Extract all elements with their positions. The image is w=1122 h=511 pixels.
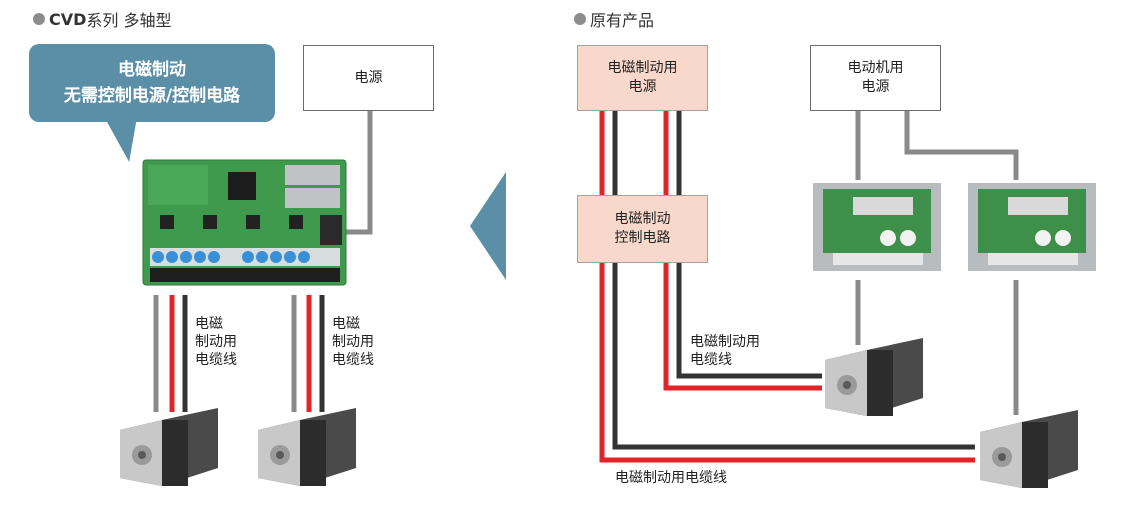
callout-line-2: 无需控制电源/控制电路 [63,86,241,106]
motor-power-supply-box: 电动机用 电源 [810,45,941,111]
cable-label-left-2: 电磁 制动用 电缆线 [332,315,374,369]
brake-power-line-2: 电源 [628,79,657,95]
cable-label-right-lower: 电磁制动用电缆线 [615,469,727,487]
cable-label-left-1: 电磁 制动用 电缆线 [195,315,237,369]
stepping-motor-icon [120,408,218,486]
motor-power-line-1: 电动机用 [847,60,904,76]
bullet-dot-icon [33,13,45,25]
brake-cable-lower-black [612,263,975,450]
stepping-motor-icon [980,410,1078,488]
cable-label-line: 电缆线 [332,352,374,368]
callout-bubble: 电磁制动 无需控制电源/控制电路 [29,44,275,122]
power-cable-left [345,111,373,235]
stepping-motor-icon [258,408,356,486]
brake-control-line-2: 控制电路 [614,230,671,246]
brake-power-line-1: 电磁制动用 [607,60,678,76]
comparison-arrow-icon [470,172,506,280]
power-supply-label: 电源 [354,69,383,86]
cable-label-line: 电磁 [332,316,360,332]
right-section-title: 原有产品 [574,7,654,31]
cable-label-line: 电缆线 [690,352,732,368]
left-title-suffix: 系列 多轴型 [86,11,172,30]
brake-control-circuit-box: 电磁制动 控制电路 [577,195,708,263]
brake-cable-upper-red [663,263,822,391]
left-section-title: CVD 系列 多轴型 [33,7,172,31]
left-title-product: CVD [49,9,87,29]
cable-label-line: 制动用 [332,334,374,350]
brake-cable-lower-red [599,263,975,463]
callout-line-1: 电磁制动 [118,60,186,80]
driver-module-icon [968,183,1096,271]
right-title-text: 原有产品 [590,11,655,30]
brake-cable-upper-black [676,263,822,379]
cable-label-line: 电磁制动用电缆线 [615,470,727,486]
brake-power-supply-box: 电磁制动用 电源 [577,45,708,111]
cable-label-line: 电磁制动用 [690,334,760,350]
cable-label-right-upper: 电磁制动用 电缆线 [690,333,760,369]
bullet-dot-icon [574,13,586,25]
cable-label-line: 电缆线 [195,352,237,368]
brake-control-line-1: 电磁制动 [614,211,671,227]
cable-label-line: 电磁 [195,316,223,332]
motor-power-line-2: 电源 [861,79,890,95]
power-supply-box: 电源 [303,45,434,111]
cable-label-line: 制动用 [195,334,237,350]
stepping-motor-icon [825,338,923,416]
controller-board-icon [142,159,347,286]
driver-module-icon [813,183,941,271]
